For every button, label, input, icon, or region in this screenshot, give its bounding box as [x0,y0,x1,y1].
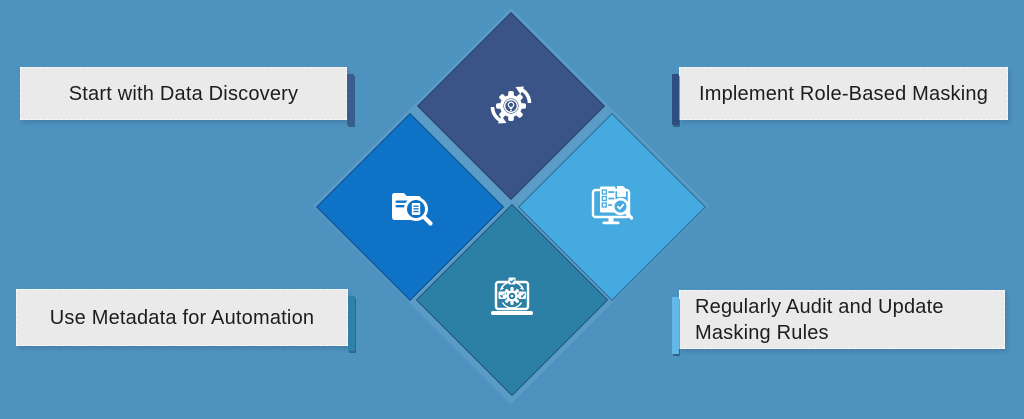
accent-bar-bottom-left [348,296,355,351]
label-implement-role-based-masking: Implement Role-Based Masking [672,67,1008,125]
label-text-start-with-data-discovery: Start with Data Discovery [68,82,299,105]
process-gear-icon [483,77,539,133]
accent-bar-top-left [347,74,354,125]
folder-search-icon [382,179,438,235]
label-start-with-data-discovery: Start with Data Discovery [20,67,354,125]
label-text-regularly-audit-and-update-masking-rules: Regularly Audit and Update Masking Rules [695,295,944,344]
label-text-use-metadata-for-automation: Use Metadata for Automation [49,306,315,329]
automation-laptop-icon [484,272,540,328]
label-use-metadata-for-automation: Use Metadata for Automation [16,289,355,351]
accent-bar-top-right [672,74,679,125]
audit-monitor-icon [584,178,640,234]
label-text-implement-role-based-masking: Implement Role-Based Masking [698,82,989,105]
accent-bar-bottom-right [672,297,679,354]
label-regularly-audit-and-update-masking-rules: Regularly Audit and Update Masking Rules [672,290,1005,354]
